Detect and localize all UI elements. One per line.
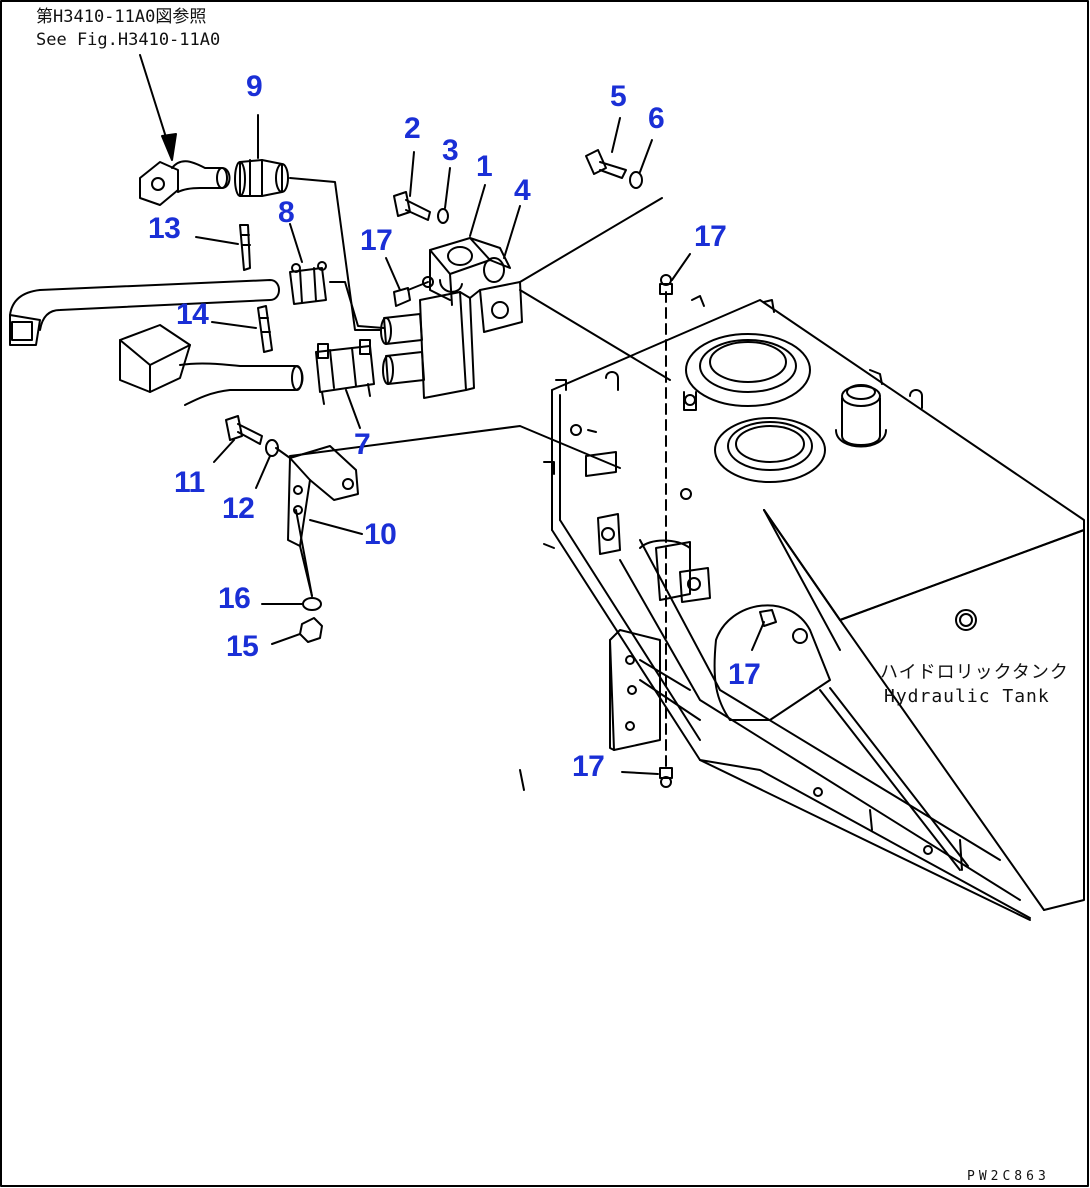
callout-16: 16 (218, 582, 251, 615)
washer-part-16 (302, 597, 322, 611)
tank-label-en: Hydraulic Tank (884, 686, 1050, 707)
pipe-upper (9, 279, 280, 346)
callout-1: 1 (476, 150, 493, 183)
callout-10: 10 (364, 518, 397, 551)
callout-2: 2 (404, 112, 421, 145)
callout-8: 8 (278, 196, 295, 229)
leader-11 (213, 439, 235, 463)
leader-17-mid (751, 621, 765, 651)
leader-4 (503, 205, 521, 259)
reference-note-jp: 第H3410-11A0図参照 (36, 7, 207, 27)
leader-8 (289, 223, 303, 263)
leader-10-to-tank (289, 425, 621, 469)
nipple-part-14 (257, 305, 273, 353)
leader-15 (271, 633, 301, 645)
callout-15: 15 (226, 630, 259, 663)
leader-5 (611, 117, 621, 153)
nipple-part-13 (239, 224, 251, 271)
bracket-part-10 (287, 445, 359, 547)
callout-13: 13 (148, 212, 181, 245)
bolt-part-5 (585, 149, 627, 179)
clamp-part-7 (315, 339, 375, 405)
callout-9: 9 (246, 70, 263, 103)
hydraulic-tank (519, 295, 1085, 921)
leader-bracket-to-tank (519, 289, 671, 381)
callout-17-bottom: 17 (572, 750, 605, 783)
fitting-17-bottom (659, 767, 673, 788)
leader-17-upper (385, 257, 401, 291)
leader-17-top (671, 253, 691, 281)
fitting-17-upper (393, 276, 434, 307)
clamp-part-8 (289, 261, 327, 305)
drawing-code: PW2C863 (967, 1169, 1050, 1184)
callout-12: 12 (222, 492, 255, 525)
leader-14 (211, 321, 257, 329)
callout-5: 5 (610, 80, 627, 113)
leader-13 (195, 236, 239, 245)
valve-body (380, 291, 475, 399)
callout-4: 4 (514, 174, 531, 207)
leader-1 (469, 184, 486, 237)
boot-part-9 (234, 159, 289, 197)
pipe-lower (119, 324, 304, 406)
leader-2 (409, 151, 415, 197)
leader-6 (639, 139, 653, 173)
leader-6-to-bracket (519, 197, 663, 283)
leader-10 (309, 519, 363, 535)
leader-12-to-bracket (275, 447, 291, 459)
leader-9-to-valve (289, 177, 381, 331)
bracket-part-4 (469, 257, 523, 333)
leader-8-to-valve (329, 281, 385, 329)
elbow-hose-upper (139, 160, 231, 206)
washer-part-3 (437, 208, 449, 224)
leader-7 (345, 389, 361, 429)
leader-3 (444, 167, 451, 209)
stud-line-2 (295, 509, 313, 597)
reference-arrow (139, 54, 177, 161)
leader-17-bottom (621, 771, 659, 775)
callout-11: 11 (174, 466, 205, 499)
reference-note-en: See Fig.H3410-11A0 (36, 30, 221, 50)
washer-part-12 (265, 439, 279, 457)
callout-17-upper-left: 17 (360, 224, 393, 257)
callout-14: 14 (176, 298, 209, 331)
callout-3: 3 (442, 134, 459, 167)
callout-17-mid: 17 (728, 658, 761, 691)
bolt-part-11 (225, 415, 263, 445)
callout-7: 7 (354, 428, 371, 461)
nut-part-15 (299, 617, 323, 643)
washer-part-6 (629, 171, 643, 189)
tank-label-jp: ハイドロリックタンク (880, 662, 1069, 683)
leader-12 (255, 455, 271, 489)
bolt-part-2 (393, 191, 431, 221)
callout-17-top: 17 (694, 220, 727, 253)
callout-6: 6 (648, 102, 665, 135)
flange-part-1 (429, 237, 511, 306)
